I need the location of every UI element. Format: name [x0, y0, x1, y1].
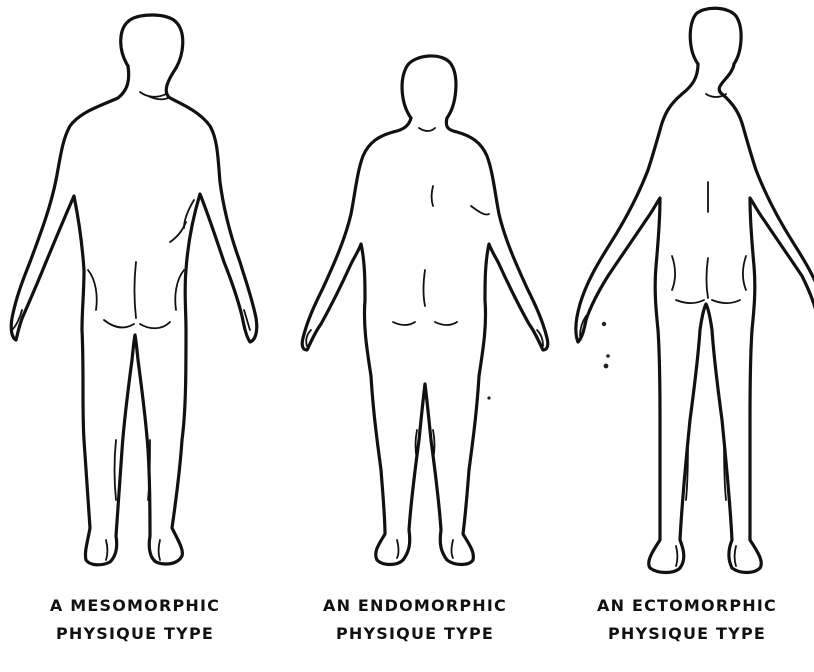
endomorphic-body-drawing	[285, 0, 545, 590]
caption-line-1: AN ENDOMORPHIC	[285, 592, 545, 620]
ectomorphic-caption: AN ECTOMORPHIC PHYSIQUE TYPE	[560, 592, 814, 648]
ectomorphic-figure: AN ECTOMORPHIC PHYSIQUE TYPE	[560, 0, 814, 672]
mesomorphic-caption: A MESOMORPHIC PHYSIQUE TYPE	[0, 592, 270, 648]
mesomorphic-figure: A MESOMORPHIC PHYSIQUE TYPE	[0, 0, 270, 672]
caption-line-2: PHYSIQUE TYPE	[0, 620, 270, 648]
endomorphic-figure: AN ENDOMORPHIC PHYSIQUE TYPE	[285, 0, 545, 672]
caption-line-2: PHYSIQUE TYPE	[560, 620, 814, 648]
mesomorphic-body-drawing	[0, 0, 270, 590]
caption-line-1: AN ECTOMORPHIC	[560, 592, 814, 620]
caption-line-2: PHYSIQUE TYPE	[285, 620, 545, 648]
ectomorphic-body-drawing	[560, 0, 814, 590]
caption-line-1: A MESOMORPHIC	[0, 592, 270, 620]
endomorphic-caption: AN ENDOMORPHIC PHYSIQUE TYPE	[285, 592, 545, 648]
